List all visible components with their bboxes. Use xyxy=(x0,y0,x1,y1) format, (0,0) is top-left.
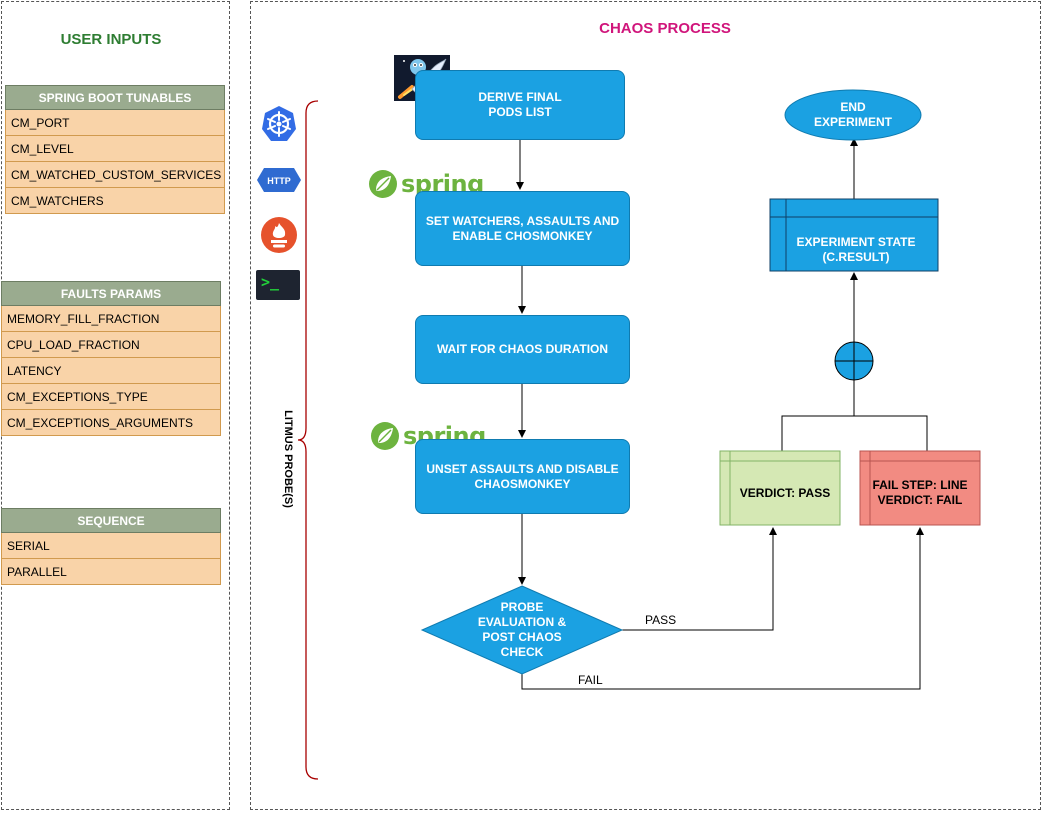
table-row: CM_PORT xyxy=(5,110,225,136)
unset-assaults-step: UNSET ASSAULTS AND DISABLE CHAOSMONKEY xyxy=(415,439,630,514)
verdict-pass-box xyxy=(719,450,841,526)
experiment-state-label: EXPERIMENT STATE (C.RESULT) xyxy=(796,235,916,264)
table-row: MEMORY_FILL_FRACTION xyxy=(1,306,221,332)
prometheus-icon xyxy=(261,217,297,253)
wait-chaos-duration-step: WAIT FOR CHAOS DURATION xyxy=(415,315,630,384)
table-header: SPRING BOOT TUNABLES xyxy=(5,85,225,110)
table-header: SEQUENCE xyxy=(1,508,221,533)
faults-params-table: FAULTS PARAMS MEMORY_FILL_FRACTION CPU_L… xyxy=(1,281,221,436)
http-badge-label: HTTP xyxy=(267,176,291,186)
chaos-process-title: CHAOS PROCESS xyxy=(599,20,731,37)
chaos-process-panel xyxy=(250,1,1041,810)
table-row: CM_EXCEPTIONS_TYPE xyxy=(1,384,221,410)
set-watchers-step: SET WATCHERS, ASSAULTS AND ENABLE CHOSMO… xyxy=(415,191,630,266)
end-experiment-terminator xyxy=(784,89,922,141)
experiment-state-box xyxy=(769,198,939,272)
pass-edge-label: PASS xyxy=(645,613,677,627)
kubernetes-icon xyxy=(262,106,296,141)
table-row: CM_LEVEL xyxy=(5,136,225,162)
probe-brace xyxy=(297,100,319,780)
derive-final-pods-step: DERIVE FINAL PODS LIST xyxy=(415,70,625,140)
spring-leaf-icon xyxy=(369,170,397,198)
sequence-table: SEQUENCE SERIAL PARALLEL xyxy=(1,508,221,585)
table-row: CM_WATCHED_CUSTOM_SERVICES xyxy=(5,162,225,188)
probe-evaluation-label: PROBE EVALUATION & POST CHAOS CHECK xyxy=(477,600,567,659)
user-inputs-title: USER INPUTS xyxy=(60,31,162,48)
verdict-fail-box xyxy=(859,450,981,526)
fail-edge-label: FAIL xyxy=(578,673,603,687)
table-header: FAULTS PARAMS xyxy=(1,281,221,306)
terminal-prompt: >_ xyxy=(261,273,280,291)
spring-leaf-icon xyxy=(371,422,399,450)
table-row: CM_WATCHERS xyxy=(5,188,225,214)
verdict-pass-label: VERDICT: PASS xyxy=(739,485,831,500)
http-icon: HTTP xyxy=(257,168,301,192)
table-row: CPU_LOAD_FRACTION xyxy=(1,332,221,358)
table-row: PARALLEL xyxy=(1,559,221,585)
table-row: CM_EXCEPTIONS_ARGUMENTS xyxy=(1,410,221,436)
end-experiment-label: END EXPERIMENT xyxy=(813,100,892,129)
probe-evaluation-diamond xyxy=(420,585,624,675)
spring-boot-tunables-table: SPRING BOOT TUNABLES CM_PORT CM_LEVEL CM… xyxy=(5,85,225,214)
table-row: LATENCY xyxy=(1,358,221,384)
table-row: SERIAL xyxy=(1,533,221,559)
verdict-fail-label: FAIL STEP: LINE VERDICT: FAIL xyxy=(872,478,968,507)
terminal-icon: >_ xyxy=(256,270,300,300)
